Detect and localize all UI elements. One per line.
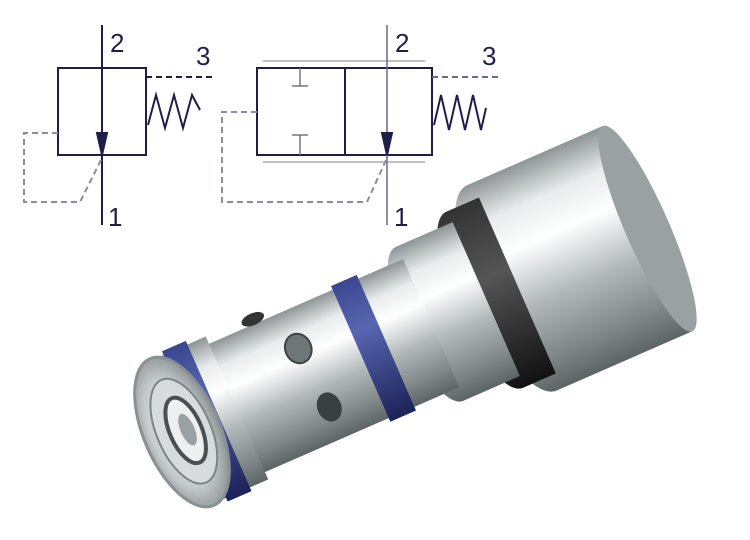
- port-label-1: 1: [108, 202, 122, 232]
- port-hole: [316, 392, 342, 422]
- arrow-icon: [380, 132, 394, 156]
- port-label-1: 1: [394, 202, 408, 232]
- spring-icon: [433, 94, 487, 131]
- pilot-line: [221, 111, 388, 203]
- pilot-line: [23, 132, 103, 203]
- hydraulic-symbol-2: [221, 25, 500, 225]
- port-hole: [283, 332, 313, 365]
- arrow-icon: [95, 132, 109, 156]
- hydraulic-symbol-1: [23, 25, 215, 225]
- hex-body: [467, 125, 693, 391]
- spring-icon: [147, 91, 201, 132]
- port-label-2: 2: [110, 28, 124, 58]
- cartridge-valve: [133, 125, 697, 509]
- port-label-3: 3: [482, 41, 496, 71]
- port-label-2: 2: [395, 28, 409, 58]
- port-hole: [241, 311, 265, 327]
- blocked-port-icon: [292, 68, 308, 155]
- port-label-3: 3: [196, 41, 210, 71]
- valve-body: [190, 258, 460, 481]
- seal-ring: [331, 274, 416, 422]
